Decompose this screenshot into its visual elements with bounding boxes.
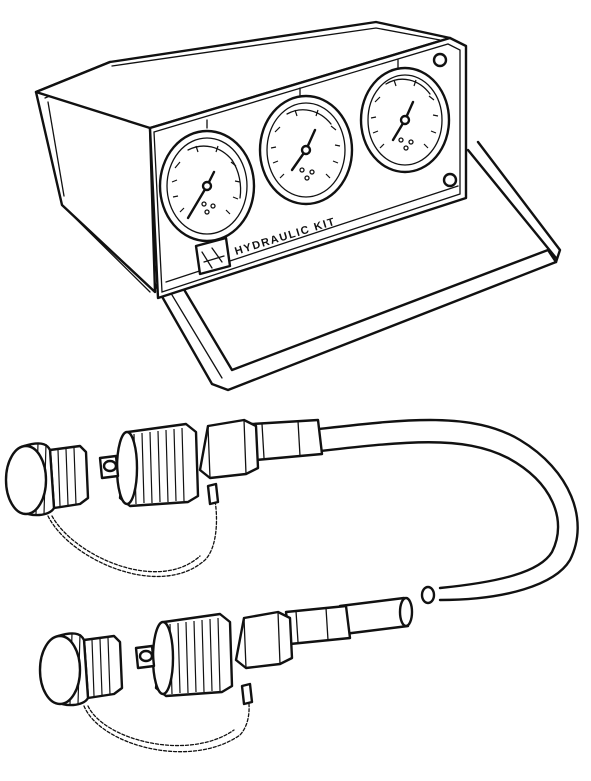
hose-assembly-lower bbox=[134, 596, 414, 698]
pressure-gauge-center bbox=[258, 87, 354, 206]
hex-nut bbox=[198, 418, 260, 480]
bead-chain bbox=[47, 487, 218, 578]
dust-cap-face bbox=[38, 634, 82, 706]
hydraulic-hose bbox=[308, 418, 579, 602]
dust-cap-lower bbox=[38, 632, 254, 753]
case-top-panel bbox=[34, 20, 452, 130]
brand-logo bbox=[194, 236, 232, 276]
screw-top-right bbox=[432, 52, 448, 68]
dust-cap-upper bbox=[4, 442, 220, 578]
dust-cap-face bbox=[4, 444, 48, 516]
screw-bottom-right bbox=[442, 172, 458, 188]
hose-assembly-upper bbox=[98, 418, 579, 605]
gauge-case: HYDRAULIC KIT bbox=[34, 20, 562, 392]
pressure-gauge-left bbox=[158, 119, 256, 243]
bead-chain bbox=[83, 687, 250, 753]
pressure-gauge-right bbox=[359, 59, 451, 174]
